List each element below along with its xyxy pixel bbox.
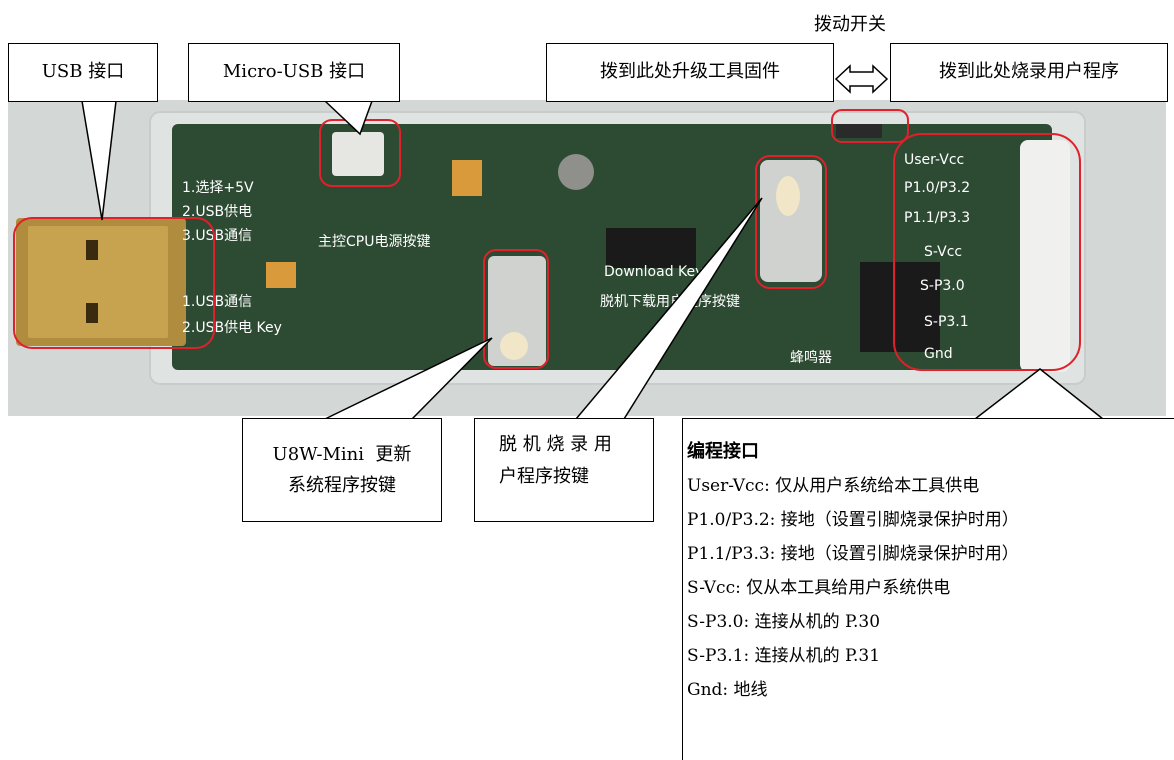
cap-2 [266, 262, 296, 288]
silk-main-cpu-key: 主控CPU电源按键 [318, 234, 430, 250]
offline-button-body [760, 160, 822, 282]
programming-interface-box: 编程接口 User-Vcc: 仅从用户系统给本工具供电 P1.0/P3.2: 接… [682, 418, 1174, 760]
silk-pin-7: Gnd [924, 346, 953, 362]
highlight-update-key [483, 249, 549, 369]
callout-update-key-line1: U8W-Mini 更新 [272, 443, 412, 465]
callout-offline-key: 脱 机 烧 录 用 户程序按键 [474, 418, 654, 522]
buzzer-hole [558, 154, 594, 190]
usb-connector-inner [28, 226, 168, 338]
silk-offline-key: 脱机下载用户程序按键 [600, 293, 740, 310]
silk-pin-3: P1.1/P3.3 [904, 210, 970, 226]
spec-line-gnd: Gnd: 地线 [687, 680, 768, 700]
silk-buzzer: 蜂鸣器 [790, 349, 832, 366]
silk-power-2: 2.USB供电 [182, 204, 252, 220]
callout-firmware-upgrade: 拨到此处升级工具固件 [546, 43, 834, 102]
silk-pin-6: S-P3.1 [924, 314, 969, 330]
silk-download-key: Download Key [604, 264, 703, 280]
silk-mode-1: 1.USB通信 [182, 294, 252, 310]
callout-update-key-line2: 系统程序按键 [287, 475, 396, 496]
callout-usb-port: USB 接口 [8, 43, 158, 102]
silk-pin-4: S-Vcc [924, 244, 962, 260]
callout-user-program-text: 拨到此处烧录用户程序 [939, 61, 1119, 83]
callout-usb-port-text: USB 接口 [41, 61, 125, 83]
highlight-offline-key [755, 155, 827, 289]
micro-usb-connector [332, 132, 384, 176]
cap-1 [452, 160, 482, 196]
update-button-cap [500, 332, 528, 360]
programming-interface-title: 编程接口 [687, 441, 759, 462]
silk-pin-1: User-Vcc [904, 152, 964, 168]
spec-line-user-vcc: User-Vcc: 仅从用户系统给本工具供电 [687, 476, 980, 496]
spec-line-p10-p32: P1.0/P3.2: 接地（设置引脚烧录保护时用） [687, 510, 1019, 530]
highlight-pins [893, 133, 1081, 371]
usb-contact-1 [86, 240, 98, 260]
highlight-toggle [831, 109, 909, 143]
pin-header [1020, 140, 1070, 372]
toggle-switch-label: 拨动开关 [814, 14, 886, 35]
toggle-switch-body [836, 124, 882, 138]
silk-power-3: 3.USB通信 [182, 228, 252, 244]
spec-line-s-p31: S-P3.1: 连接从机的 P.31 [687, 646, 881, 666]
spec-line-s-p30: S-P3.0: 连接从机的 P.30 [687, 612, 881, 632]
spec-line-s-vcc: S-Vcc: 仅从本工具给用户系统供电 [687, 578, 951, 598]
silk-pin-5: S-P3.0 [920, 278, 965, 294]
callout-micro-usb-port-text: Micro-USB 接口 [222, 61, 366, 83]
silk-power-1: 1.选择+5V [182, 180, 254, 196]
highlight-usb [13, 217, 215, 349]
callout-offline-key-line1: 脱 机 烧 录 用 [499, 434, 612, 455]
spec-line-p11-p33: P1.1/P3.3: 接地（设置引脚烧录保护时用） [687, 544, 1019, 564]
usb-contact-2 [86, 303, 98, 323]
callout-firmware-upgrade-text: 拨到此处升级工具固件 [600, 61, 780, 83]
chip-right [860, 262, 940, 352]
silk-pin-2: P1.0/P3.2 [904, 180, 970, 196]
callout-update-key: U8W-Mini 更新 系统程序按键 [242, 418, 442, 522]
offline-button-cap [776, 176, 800, 216]
silk-mode-2: 2.USB供电 Key [182, 320, 282, 336]
callout-offline-key-line2: 户程序按键 [499, 465, 589, 487]
callout-user-program: 拨到此处烧录用户程序 [890, 43, 1168, 102]
chip-left [606, 228, 696, 268]
callout-micro-usb-port: Micro-USB 接口 [188, 43, 400, 102]
double-arrow-icon [834, 64, 889, 94]
